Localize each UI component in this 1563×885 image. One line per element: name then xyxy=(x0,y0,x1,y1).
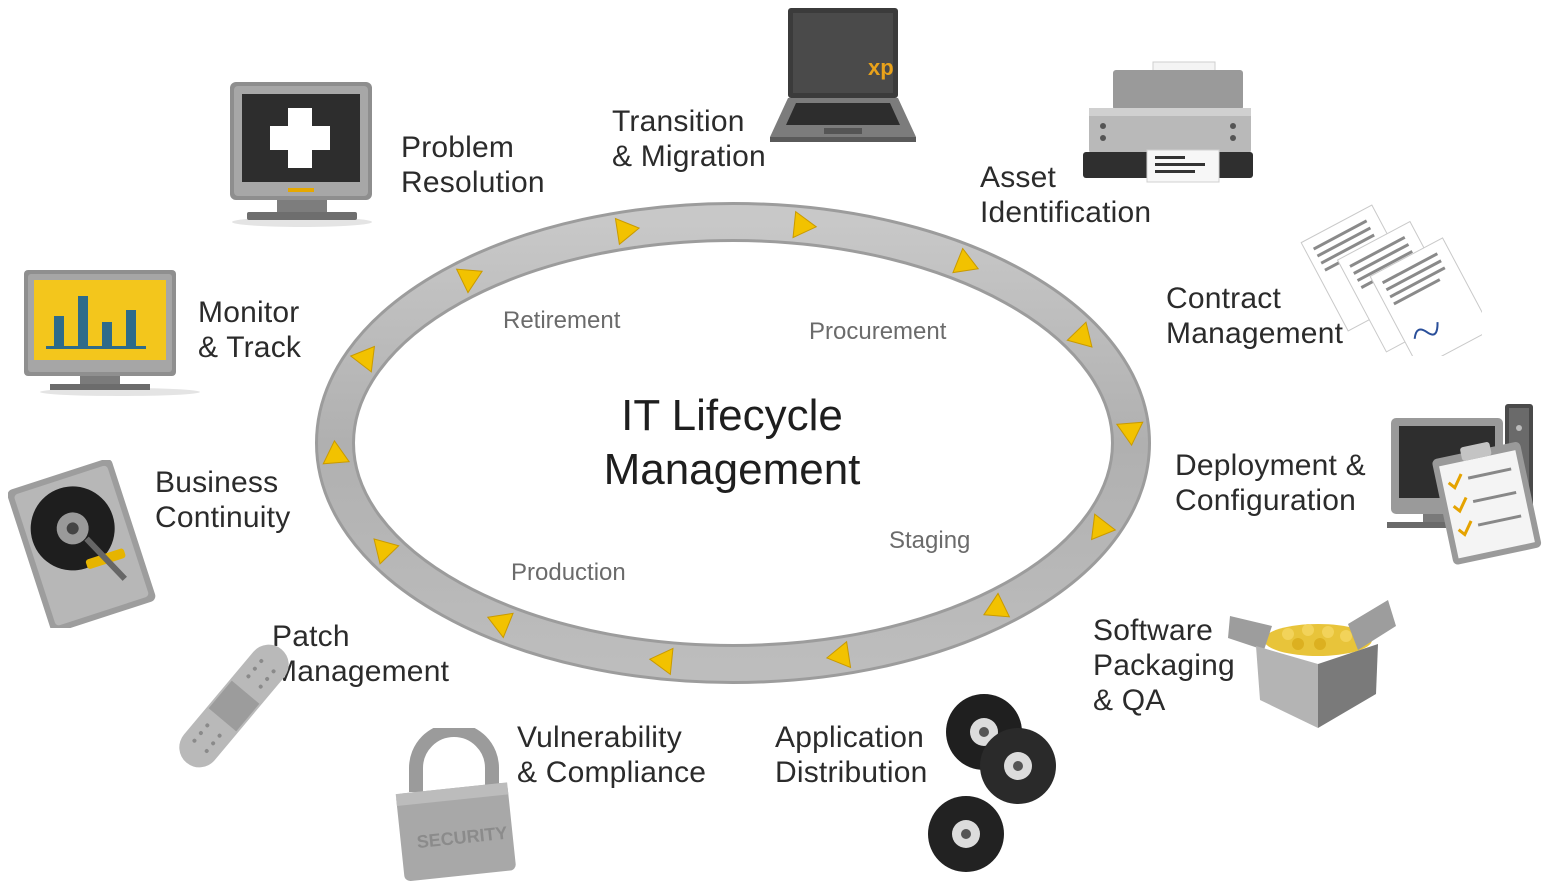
ring-arrow xyxy=(1090,513,1117,541)
step-line: & Migration xyxy=(612,140,766,173)
ring-arrow xyxy=(1066,321,1093,348)
step-problem-resolution: Problem Resolution xyxy=(401,130,545,200)
step-line: Continuity xyxy=(155,501,291,534)
ring-arrow xyxy=(825,640,852,669)
step-line: Problem xyxy=(401,131,515,164)
step-patch-management: Patch Management xyxy=(272,619,449,689)
step-line: Contract xyxy=(1166,282,1281,315)
laptop-os-label: xp xyxy=(868,55,894,80)
center-title-line2: Management xyxy=(603,445,861,494)
step-line: Monitor xyxy=(198,296,300,329)
cd-discs-icon xyxy=(928,694,1056,872)
step-line: Distribution xyxy=(775,756,928,789)
ring-arrow xyxy=(486,612,514,639)
step-line: & Track xyxy=(198,331,302,364)
step-line: Deployment & xyxy=(1175,449,1366,482)
printer-icon xyxy=(1083,61,1253,183)
step-line: Asset xyxy=(980,161,1057,194)
step-transition-migration: Transition & Migration xyxy=(612,104,766,174)
padlock-icon: SECURITY xyxy=(395,728,516,882)
step-contract-management: Contract Management xyxy=(1166,281,1343,351)
ring-arrow xyxy=(648,647,674,676)
step-line: Vulnerability xyxy=(517,721,682,754)
step-line: Business xyxy=(155,466,279,499)
bandage-icon xyxy=(179,644,289,768)
step-line: Resolution xyxy=(401,166,545,199)
step-line: Management xyxy=(272,655,450,688)
ring-arrows xyxy=(322,210,1144,676)
step-line: & Compliance xyxy=(517,756,707,789)
step-asset-identification: Asset Identification xyxy=(980,160,1151,230)
deployment-checklist-icon xyxy=(1387,404,1542,565)
step-line: Patch xyxy=(272,620,350,653)
phase-retirement: Retirement xyxy=(503,307,621,334)
step-line: Configuration xyxy=(1175,484,1357,517)
step-line: Management xyxy=(1166,317,1344,350)
phase-staging: Staging xyxy=(889,527,971,554)
step-business-continuity: Business Continuity xyxy=(155,465,290,535)
phase-procurement: Procurement xyxy=(809,318,947,345)
bar-chart-monitor-icon xyxy=(24,270,200,396)
software-box-icon xyxy=(1228,600,1396,728)
laptop-icon: xp xyxy=(770,8,916,142)
ring-arrow xyxy=(349,345,376,373)
step-vulnerability-compliance: Vulnerability & Compliance xyxy=(517,720,706,790)
ring-arrow xyxy=(455,268,483,294)
center-title-line1: IT Lifecycle xyxy=(621,391,843,440)
step-monitor-track: Monitor & Track xyxy=(198,295,301,365)
step-line: Software xyxy=(1093,614,1213,647)
step-line: Identification xyxy=(980,196,1152,229)
medical-cross-monitor-icon xyxy=(230,82,372,227)
ring-arrow xyxy=(322,439,351,465)
step-software-packaging: Software Packaging & QA xyxy=(1093,613,1235,718)
ring-arrow xyxy=(792,210,818,239)
step-line: Application xyxy=(775,721,924,754)
step-line: Transition xyxy=(612,105,745,138)
phase-production: Production xyxy=(511,559,626,586)
ring-arrow xyxy=(1115,421,1144,447)
contract-documents-icon xyxy=(1300,204,1482,356)
ring-arrow xyxy=(614,217,641,246)
center-title: IT Lifecycle Management xyxy=(532,389,932,497)
ring-arrow xyxy=(983,592,1011,618)
hard-drive-icon xyxy=(8,460,156,628)
ring-arrow xyxy=(373,538,400,565)
ring-arrow xyxy=(952,247,980,274)
step-deployment-configuration: Deployment & Configuration xyxy=(1175,448,1366,518)
step-application-distribution: Application Distribution xyxy=(775,720,927,790)
step-line: & QA xyxy=(1093,684,1166,717)
step-line: Packaging xyxy=(1093,649,1235,682)
